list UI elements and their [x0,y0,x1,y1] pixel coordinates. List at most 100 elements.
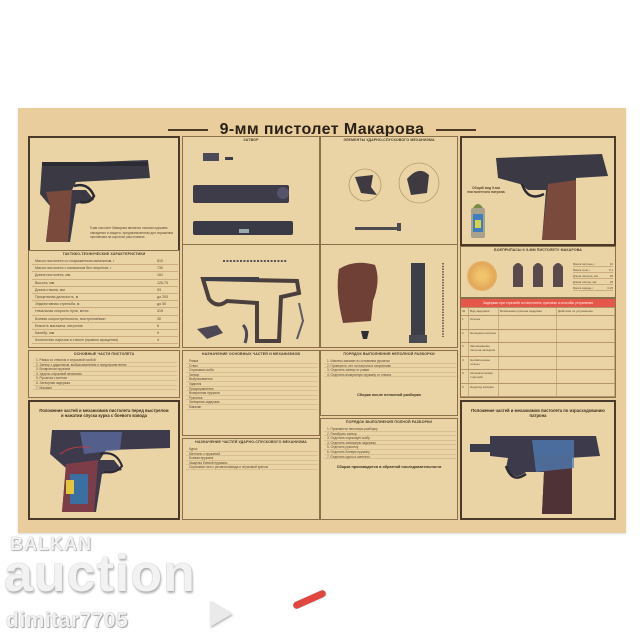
cutaway-left-caption: Положение частей и механизмов пистолета … [39,408,169,418]
cartridge-spec-label: Длина патрона, мм [573,273,598,278]
watermark-brand-main: auction [4,545,196,603]
spec-row: Количество нарезов в стволе (правого вра… [32,337,178,345]
primer-illustration [467,261,497,291]
specs-panel: Тактико-технические характеристики Масса… [28,250,180,348]
cartridge-spec-label: Масса заряда, г [573,285,594,290]
ammo-panel: Боеприпасы к 9-мм пистолету Макарова Мас… [460,246,616,298]
firing-mech-header: Элементы ударно-спускового механизма [343,138,435,142]
spec-label: Боевая скорострельность, выстрелов/мин [35,316,106,321]
slide-parts-panel: Затвор [182,136,320,246]
purpose-header: Назначение основных частей и механизмов [201,352,301,356]
main-part-item: 6. Затворная задержка [33,381,177,386]
row-action [557,343,615,356]
purpose-panel: Назначение основных частей и механизмов … [182,350,320,436]
spec-label: Прицельная дальность, м [35,295,79,300]
row-action [557,316,615,329]
purpose-item: Магазин [186,405,318,410]
partial-step: 2. Проверить, нет ли патрона в патронник… [324,364,456,369]
purpose-item: Затвор [186,373,318,378]
spec-row: Масса пистолета с магазином без патронов… [32,265,178,273]
full-step: 6. Отделить боевую пружину [324,450,456,455]
spec-value: 4 [157,338,159,343]
malfunctions-table: № Вид задержки Возможная причина задержк… [461,307,615,397]
purpose-list: Рамка Ствол Спусковая скоба Затвор Выбра… [186,359,318,410]
row-num: 2 [461,329,469,342]
play-arrow-icon [210,601,232,627]
watermark-seller: dimitar7705 [6,609,129,632]
full-disassembly-header: Порядок выполнения полной разборки [345,420,433,424]
purpose-item: Затворная задержка [186,400,318,405]
partial-disassembly-panel: Порядок выполнения неполной разборки 1. … [320,350,458,416]
firing-mech-panel: Элементы ударно-спускового механизма [320,136,458,246]
poster-title: 9-мм пистолет Макарова [219,121,425,138]
title-rule-left [167,129,208,131]
spec-label: Масса пистолета с магазином без патронов… [35,266,112,271]
purpose-item: Предохранитель [186,387,318,392]
row-type: Неподача патрона [469,329,499,342]
partial-step: 3. Отделить затвор от рамки [324,368,456,373]
slide-header: Затвор [243,138,259,142]
main-parts-header: Основные части пистолета [73,352,135,356]
cartridge-spec-value: 18 [609,279,613,284]
cutaway-pistol-right [468,422,608,516]
spec-row: Калибр, мм 9 [32,330,178,338]
full-step: 2. Разобрать затвор [324,432,456,437]
malfunctions-header-row: № Вид задержки Возможная причина задержк… [461,308,615,316]
row-cause [499,383,557,396]
row-num: 1 [461,316,469,329]
grip-magazine-panel [320,244,458,348]
spec-label: Длина пистолета, мм [35,273,71,278]
main-parts-list: 1. Рамка со стволом и спусковой скобой 2… [33,358,177,391]
spec-value: 8 [157,323,159,328]
spec-value: 161 [157,273,163,278]
ammo-header: Боеприпасы к 9-мм пистолету Макарова [494,248,582,252]
row-action [557,329,615,342]
spec-value: до 50 [157,302,167,307]
firing-mech-item: Курок [186,447,318,452]
reassembly-note: Сборка производится в обратной последова… [336,465,442,469]
purpose-item: Спусковая скоба [186,368,318,373]
red-dash-mark [292,589,327,610]
main-part-item: 7. Магазин [33,386,177,391]
row-type: Недоход затвора [469,383,499,396]
firing-mech-item: Защелка боевой пружины [186,461,318,466]
partial-disassembly-header: Порядок выполнения неполной разборки [343,352,435,356]
partial-step: 4. Отделить возвратную пружину от ствола [324,373,456,378]
firing-mech-diagram [325,145,455,245]
firing-mech-item: Боевая пружина [186,456,318,461]
row-cause [499,316,557,329]
grip-magazine-diagram [325,251,455,347]
firing-mech-purpose-panel: Назначение частей ударно-спускового меха… [182,438,320,520]
cartridge-spec-label: Масса патрона, г [573,261,596,266]
pistol-photo-right [492,146,614,242]
cartridge-spec-value: 6,1 [609,267,613,272]
purpose-item: Ствол [186,364,318,369]
row-num: 3 [461,343,469,356]
cutaway-right-panel: Положение частей и механизмов пистолета … [460,400,616,520]
col-header: Вид задержки [469,308,499,315]
row-action [557,383,615,396]
row-cause [499,370,557,383]
watermark: BALKAN auction dimitar7705 [0,530,260,640]
intro-text: 9-мм пистолет Макарова является личным о… [90,226,173,240]
main-parts-panel: Основные части пистолета 1. Рамка со ств… [28,350,180,398]
row-num: 4 [461,356,469,369]
poster-title-bar: 9-мм пистолет Макарова [18,118,626,142]
spec-label: Калибр, мм [35,330,55,335]
spec-value: 9 [157,330,159,335]
malfunctions-header: Задержки при стрельбе из пистолета, прич… [461,299,615,307]
spec-label: Количество нарезов в стволе (правого вра… [35,338,119,343]
watermark-brand-top: BALKAN [10,534,92,554]
purpose-item: Выбрасыватель [186,377,318,382]
spec-label: Эффективная стрельба, м [35,302,80,307]
